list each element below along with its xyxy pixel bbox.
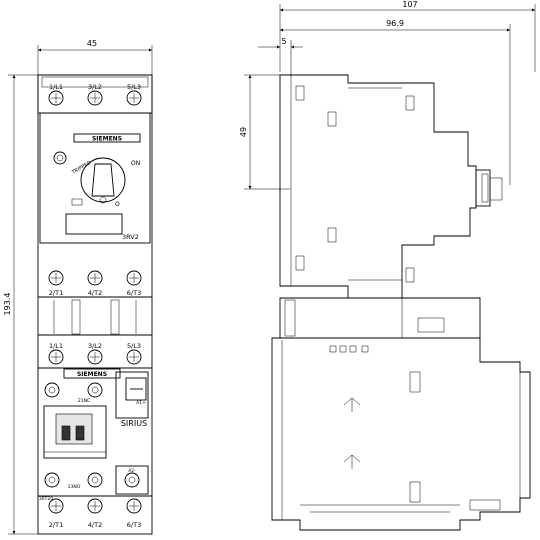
- breaker-bottom-screws: [48, 270, 142, 286]
- dimension-side-height-upper-label: 49: [239, 127, 248, 137]
- dimension-side-depth-2: 96.9: [280, 19, 511, 185]
- contactor-bottom-terminal-2: 4/T2: [88, 521, 102, 529]
- contactor-bottom-terminal-1: 2/T1: [49, 521, 63, 529]
- contactor-bottom-terminal-3: 6/T3: [127, 521, 141, 529]
- circuit-breaker-front: 1/L1 3/L2 5/L3 SIEMENS ON TRIPPED O 3RV2: [37, 74, 153, 298]
- breaker-bottom-terminal-1: 2/T1: [49, 289, 63, 297]
- dimension-front-width-label: 45: [87, 39, 97, 48]
- dimension-side-total-depth: 107: [279, 0, 536, 72]
- dimension-side-total-depth-label: 107: [402, 0, 417, 9]
- dimension-side-height-upper: 49: [239, 74, 290, 190]
- breaker-top-screws: [48, 90, 142, 106]
- contactor-series: SIRIUS: [121, 419, 147, 428]
- breaker-model: 3RV2: [122, 233, 139, 241]
- breaker-bottom-terminal-3: 6/T3: [127, 289, 141, 297]
- link-module-side-profile: [279, 297, 481, 339]
- breaker-dial-on: ON: [131, 160, 140, 167]
- dimension-side-offset-label: 5: [281, 37, 286, 46]
- contactor-top-screws: [48, 349, 142, 365]
- contactor-side-profile: [271, 337, 531, 531]
- breaker-top-terminal-3: 5/L3: [127, 83, 141, 91]
- contactor-front: 1/L1 3/L2 5/L3 SIEMENS 21NC: [37, 334, 153, 535]
- dimension-front-width: 45: [37, 39, 153, 75]
- dimension-side-offset: 5: [258, 37, 303, 76]
- dimension-side-depth-2-label: 96.9: [386, 19, 404, 28]
- link-module-front: [37, 296, 153, 336]
- breaker-dial-tripped: TRIPPED: [70, 160, 92, 176]
- contactor-top-terminal-3: 5/L3: [127, 342, 141, 350]
- contactor-top-terminal-1: 1/L1: [49, 342, 63, 350]
- contactor-bottom-screws: [48, 498, 142, 514]
- contactor-aux-bottom-label: 13NO: [68, 484, 81, 490]
- contactor-aux-code: 3RT20: [39, 496, 53, 502]
- dimension-front-height: 193.4: [3, 74, 40, 535]
- breaker-side-profile: [279, 74, 503, 299]
- contactor-coil-minus: A2-: [128, 468, 136, 474]
- dimension-front-height-label: 193.4: [3, 293, 12, 316]
- breaker-bottom-terminal-2: 4/T2: [88, 289, 102, 297]
- contactor-coil-plus: A1+: [136, 400, 146, 406]
- contactor-brand: SIEMENS: [77, 371, 107, 378]
- breaker-brand: SIEMENS: [92, 136, 122, 143]
- breaker-top-terminal-1: 1/L1: [49, 83, 63, 91]
- contactor-aux-top-label: 21NC: [78, 398, 90, 404]
- front-view: 45 193.4 1/L1 3/L2 5/L3: [3, 39, 153, 535]
- side-view: 107 96.9 5 49: [239, 0, 536, 531]
- breaker-dial-off: O: [115, 201, 120, 208]
- breaker-top-terminal-2: 3/L2: [88, 83, 102, 91]
- contactor-top-terminal-2: 3/L2: [88, 342, 102, 350]
